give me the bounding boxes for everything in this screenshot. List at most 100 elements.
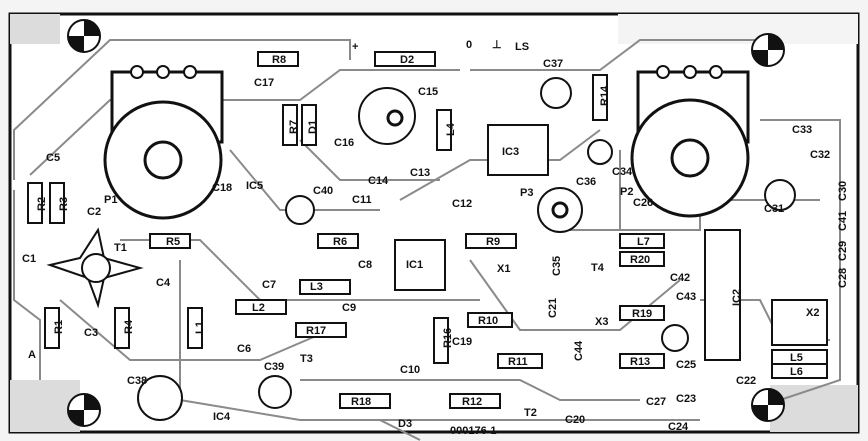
trimmer-p3	[537, 187, 583, 233]
label-c24: C24	[668, 421, 689, 433]
label-ic5: IC5	[246, 180, 263, 192]
label-ic2: IC2	[731, 289, 743, 306]
label-t3: T3	[300, 353, 313, 365]
label-c16: C16	[334, 137, 354, 149]
label-c21: C21	[547, 298, 559, 318]
label-perp: ⊥	[492, 39, 502, 51]
potentiometer-p2	[630, 65, 750, 218]
label-r3: R3	[58, 197, 70, 211]
label-l7: L7	[637, 236, 650, 248]
label-c38: C38	[127, 375, 147, 387]
label-r8: R8	[272, 54, 286, 66]
label-r1: R1	[53, 320, 65, 334]
label-c22: C22	[736, 375, 756, 387]
label-c41: C41	[837, 211, 849, 231]
label-r11: R11	[508, 356, 528, 368]
label-l1: L1	[194, 321, 206, 334]
label-c31: C31	[764, 203, 784, 215]
label-c12: C12	[452, 198, 472, 210]
label-c30: C30	[837, 181, 849, 201]
label-r9: R9	[486, 236, 500, 248]
label-ic4: IC4	[213, 411, 231, 423]
label-c42: C42	[670, 272, 690, 284]
label-t1: T1	[114, 242, 127, 254]
label-c9: C9	[342, 302, 356, 314]
label-t4: T4	[591, 262, 605, 274]
label-c32: C32	[810, 149, 830, 161]
label-c3: C3	[84, 327, 98, 339]
label-ic1: IC1	[406, 259, 423, 271]
label-c2: C2	[87, 206, 101, 218]
potentiometer-p1	[103, 65, 224, 220]
label-c15: C15	[418, 86, 438, 98]
label-r19: R19	[632, 308, 652, 320]
label-c1: C1	[22, 253, 36, 265]
label-c18: C18	[212, 182, 232, 194]
label-l3: L3	[310, 281, 323, 293]
label-r7: R7	[288, 120, 300, 134]
label-c8: C8	[358, 259, 372, 271]
label-c5: C5	[46, 152, 60, 164]
label-r20: R20	[630, 254, 650, 266]
label-p2: P2	[620, 186, 633, 198]
label-x1: X1	[497, 263, 510, 275]
label-p3: P3	[520, 187, 533, 199]
label-c14: C14	[368, 175, 389, 187]
label-a: A	[28, 349, 36, 361]
transistor-t1	[46, 227, 144, 309]
electrolytic-caps	[137, 77, 796, 421]
label-zero: 0	[466, 39, 472, 51]
label-x2: X2	[806, 307, 819, 319]
trimmer-c15	[358, 87, 416, 145]
label-c20: C20	[565, 414, 585, 426]
label-r12: R12	[462, 396, 482, 408]
label-r14: R14	[599, 85, 611, 106]
label-d2: D2	[400, 54, 414, 66]
corner-notch-bottom-right	[770, 385, 858, 432]
label-c28: C28	[837, 268, 849, 288]
label-r18: R18	[351, 396, 371, 408]
label-c7: C7	[262, 279, 276, 291]
label-r17: R17	[306, 325, 326, 337]
label-c17: C17	[254, 77, 274, 89]
label-l5: L5	[790, 352, 803, 364]
corner-notch-top-left	[10, 14, 60, 44]
label-c44: C44	[573, 340, 585, 361]
label-c27: C27	[646, 396, 666, 408]
label-c34: C34	[612, 166, 633, 178]
label-c4: C4	[156, 277, 171, 289]
label-r10: R10	[478, 315, 498, 327]
label-c29: C29	[837, 241, 849, 261]
label-l4: L4	[445, 122, 457, 136]
label-r6: R6	[333, 236, 347, 248]
label-l2: L2	[252, 302, 265, 314]
label-c36: C36	[576, 176, 596, 188]
ic-footprints	[394, 124, 828, 361]
label-l6: L6	[790, 366, 803, 378]
label-c35: C35	[551, 256, 563, 276]
label-c25: C25	[676, 359, 696, 371]
label-r16: R16	[442, 328, 454, 348]
label-c11: C11	[352, 194, 372, 206]
label-c39: C39	[264, 361, 284, 373]
label-c23: C23	[676, 393, 696, 405]
label-c19: C19	[452, 336, 472, 348]
label-c37: C37	[543, 58, 563, 70]
label-d3: D3	[398, 418, 412, 430]
label-c40: C40	[313, 185, 333, 197]
label-r13: R13	[630, 356, 650, 368]
label-r2: R2	[36, 197, 48, 211]
label-t2: T2	[524, 407, 537, 419]
label-c6: C6	[237, 343, 251, 355]
label-r4: R4	[123, 319, 135, 334]
label-c10: C10	[400, 364, 420, 376]
mounting-marks	[67, 19, 785, 427]
label-ic3: IC3	[502, 146, 519, 158]
label-r5: R5	[166, 236, 180, 248]
label-d1: D1	[307, 120, 319, 134]
label-plus: +	[352, 41, 358, 53]
label-p1: P1	[104, 194, 117, 206]
label-c33: C33	[792, 124, 812, 136]
component-labels: R8 D2 + 0 ⊥ LS C37 R14 C17 R7 D1 C15 L4 …	[22, 39, 849, 437]
